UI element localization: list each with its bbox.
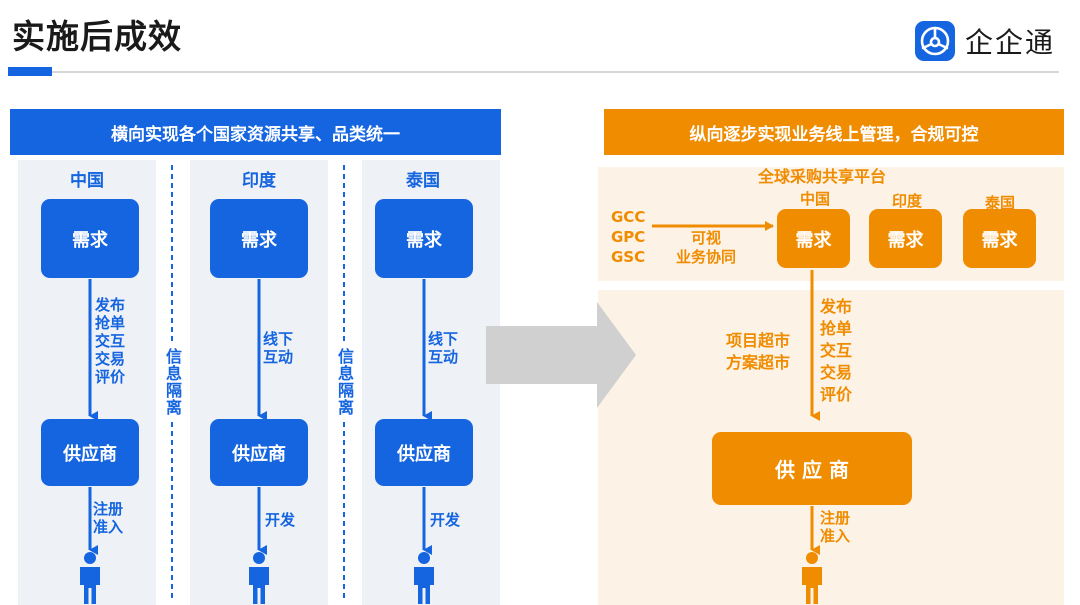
person-icon — [802, 552, 822, 604]
flow-label-china: 发布 抢单 交互 交易 评价 — [95, 296, 126, 386]
entry-label-india: 开发 — [265, 511, 296, 529]
platform-country-india: 印度 — [891, 192, 922, 210]
person-icon — [249, 552, 269, 604]
isolation-label-2: 信息隔离 — [335, 348, 354, 416]
right-entry-label: 注册 准入 — [820, 509, 851, 545]
brand-icon — [915, 21, 955, 61]
platform-demand-china: 需求 — [777, 209, 850, 268]
platform-demand-thailand: 需求 — [963, 209, 1036, 268]
title-accent-bar — [8, 67, 52, 76]
right-supplier-box: 供 应 商 — [712, 432, 912, 505]
platform-country-thailand: 泰国 — [984, 194, 1015, 212]
flow-label-india: 线下 互动 — [263, 330, 294, 366]
country-label-china: 中国 — [70, 171, 104, 191]
transition-arrow — [486, 302, 636, 408]
source-gpc: GPC — [611, 228, 646, 246]
source-gcc: GCC — [611, 208, 646, 226]
source-list: GCC GPC GSC — [611, 207, 645, 267]
person-icon — [80, 552, 100, 604]
source-gsc: GSC — [611, 248, 646, 266]
country-label-india: 印度 — [242, 171, 276, 191]
demand-box-china: 需求 — [41, 199, 139, 278]
visible-collab-label: 可视 业务协同 — [676, 229, 737, 266]
demand-box-india: 需求 — [210, 199, 308, 278]
page-title: 实施后成效 — [12, 17, 182, 56]
left-banner: 横向实现各个国家资源共享、品类统一 — [10, 109, 501, 155]
platform-country-china: 中国 — [799, 190, 830, 208]
entry-label-china: 注册 准入 — [93, 500, 124, 536]
supplier-box-china: 供应商 — [41, 419, 139, 486]
right-flow-label: 发布 抢单 交互 交易 评价 — [820, 297, 853, 404]
isolation-label-1: 信息隔离 — [163, 348, 182, 416]
flow-label-thailand: 线下 互动 — [428, 330, 459, 366]
platform-demand-india: 需求 — [869, 209, 942, 268]
person-icon — [414, 552, 434, 604]
demand-box-thailand: 需求 — [375, 199, 473, 278]
brand-logo: 企企通 — [914, 18, 1055, 64]
entry-label-thailand: 开发 — [430, 511, 461, 529]
platform-title: 全球采购共享平台 — [757, 167, 886, 186]
supplier-box-india: 供应商 — [210, 419, 308, 486]
right-banner: 纵向逐步实现业务线上管理，合规可控 — [604, 109, 1064, 155]
supplier-box-thailand: 供应商 — [375, 419, 473, 486]
market-label: 项目超市 方案超市 — [726, 331, 791, 372]
title-divider — [52, 71, 1059, 73]
brand-name: 企企通 — [965, 26, 1056, 59]
country-label-thailand: 泰国 — [406, 171, 440, 191]
